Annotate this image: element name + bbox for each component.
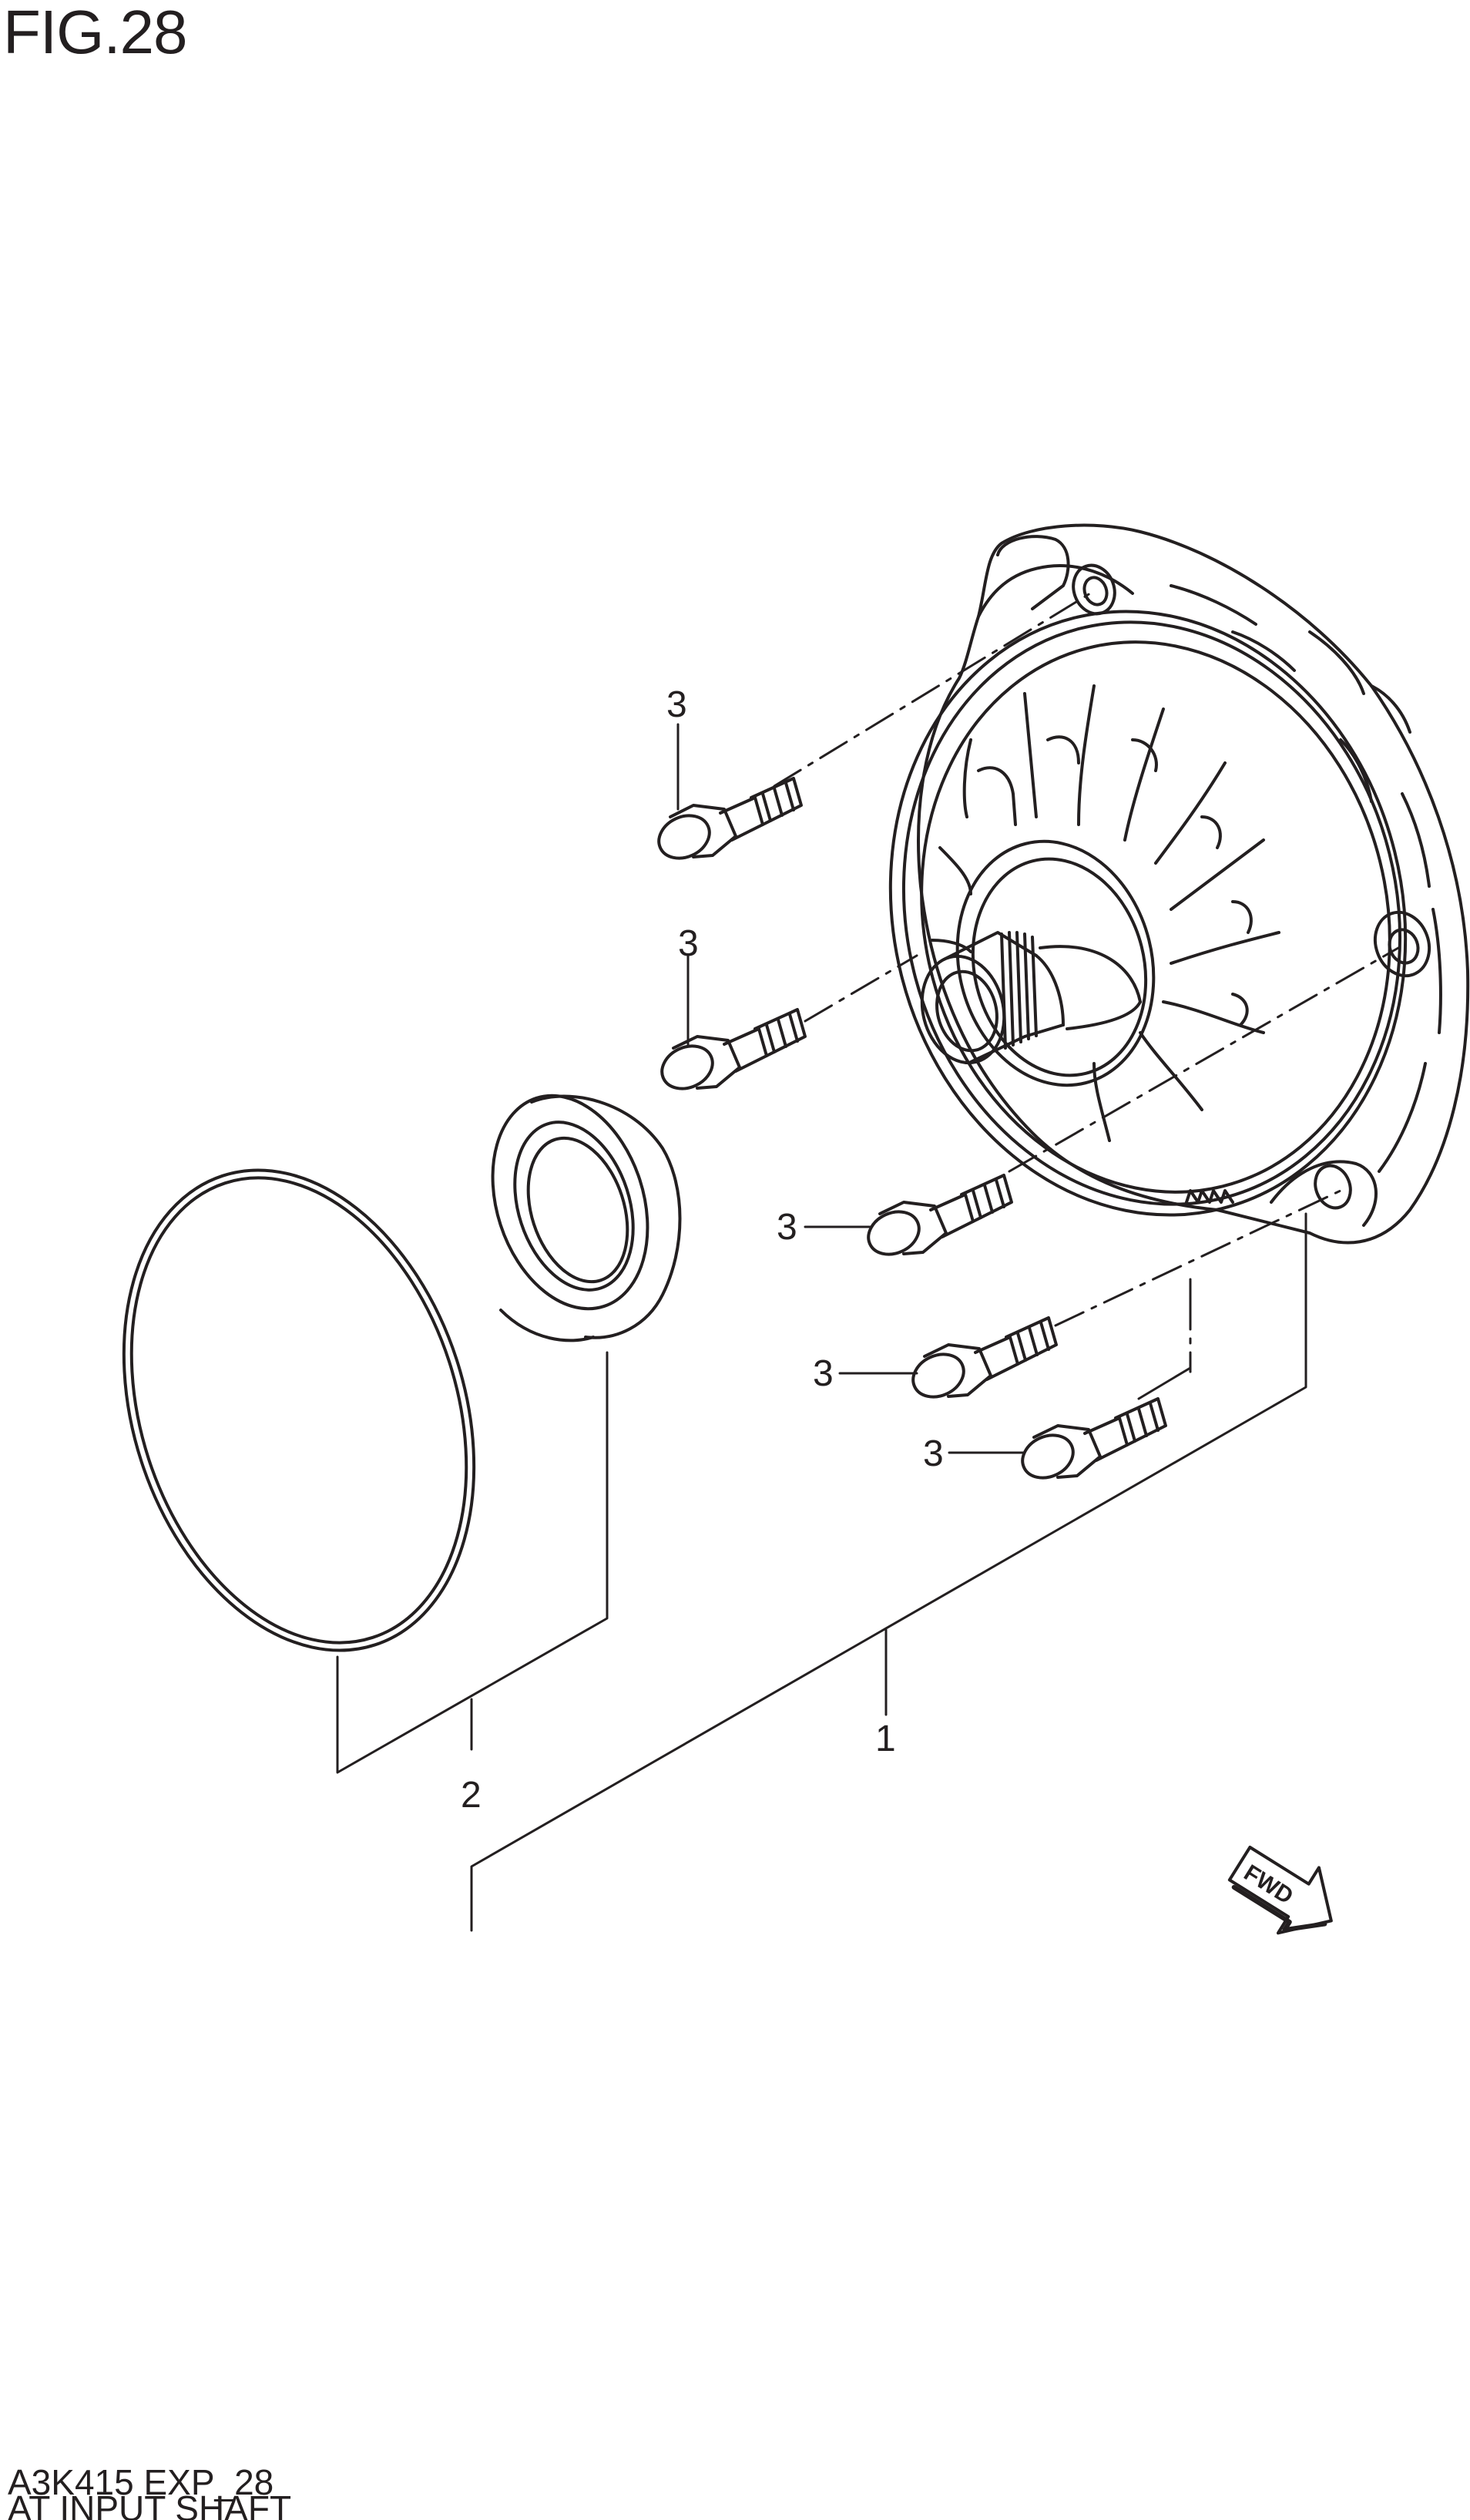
callout-3-e: 3 bbox=[923, 1433, 944, 1474]
bolt-3 bbox=[867, 1174, 1013, 1256]
alignment-lines bbox=[773, 592, 1400, 1373]
callout-3-c: 3 bbox=[777, 1207, 797, 1248]
callout-1: 1 bbox=[875, 1719, 896, 1759]
drawing-name: AT INPUT SHAFT bbox=[8, 2488, 292, 2520]
callout-3-b: 3 bbox=[678, 923, 699, 964]
leader-lines bbox=[336, 723, 1307, 1932]
bolt-2 bbox=[660, 1008, 807, 1090]
bolt-1 bbox=[657, 777, 803, 860]
drawing-code: A3K415 EXP_28 bbox=[8, 2462, 274, 2502]
oil-seal bbox=[491, 1094, 682, 1342]
o-ring bbox=[122, 1168, 476, 1652]
input-shaft-spline bbox=[920, 931, 1142, 1065]
callout-2: 2 bbox=[461, 1775, 482, 1816]
bolt-5 bbox=[1021, 1397, 1167, 1480]
figure-title: FIG.28 bbox=[3, 0, 188, 66]
bolt-4 bbox=[911, 1316, 1058, 1399]
callout-3-a: 3 bbox=[666, 684, 687, 725]
fwd-arrow-icon: FWD bbox=[1227, 1846, 1333, 1935]
callout-3-d: 3 bbox=[813, 1353, 834, 1394]
pump-housing bbox=[888, 523, 1470, 1245]
